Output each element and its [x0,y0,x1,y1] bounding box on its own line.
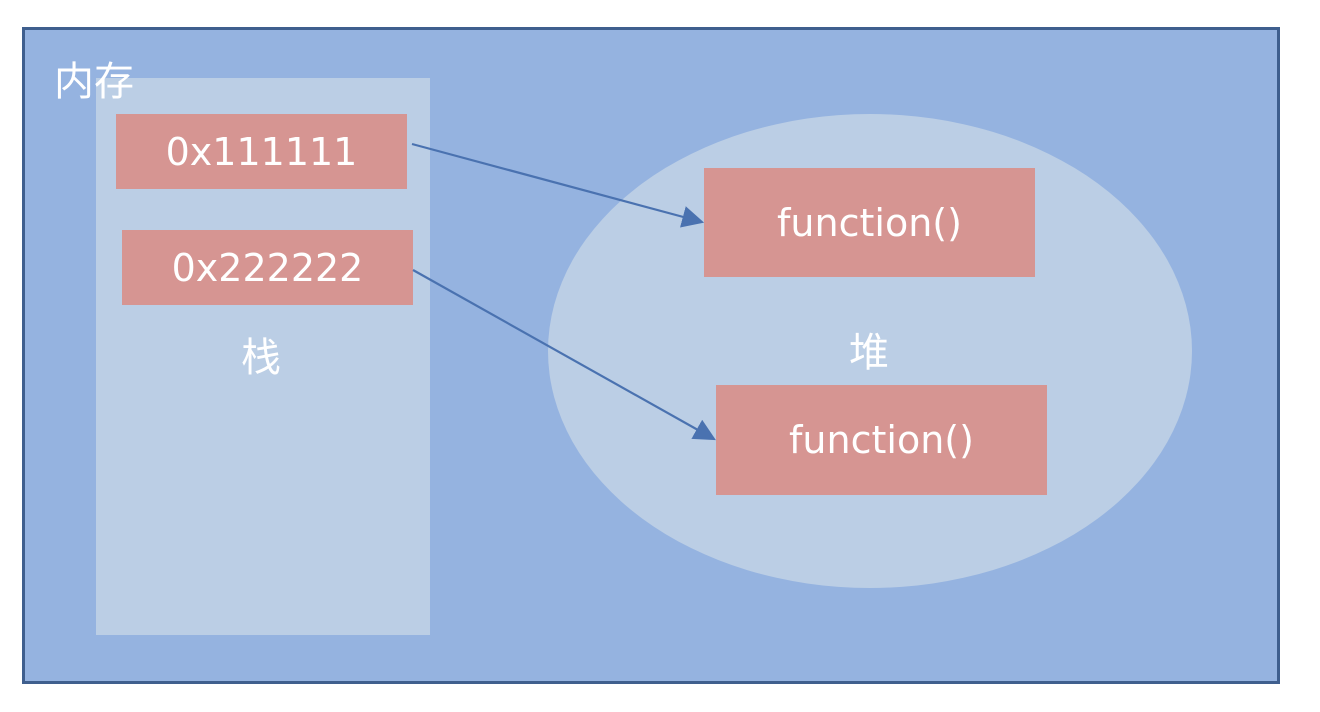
heap-label: 堆 [849,330,889,376]
heap-function-1: function() [704,168,1035,277]
stack-address-1-text: 0x111111 [165,129,358,174]
heap-function-2-text: function() [789,418,974,462]
stack-address-1: 0x111111 [116,114,407,189]
stack-address-2: 0x222222 [122,230,413,305]
stack-label: 栈 [241,335,281,381]
heap-function-2: function() [716,385,1047,495]
heap-function-1-text: function() [777,200,962,245]
memory-label: 内存 [54,59,134,105]
stack-address-2-text: 0x222222 [171,245,364,290]
